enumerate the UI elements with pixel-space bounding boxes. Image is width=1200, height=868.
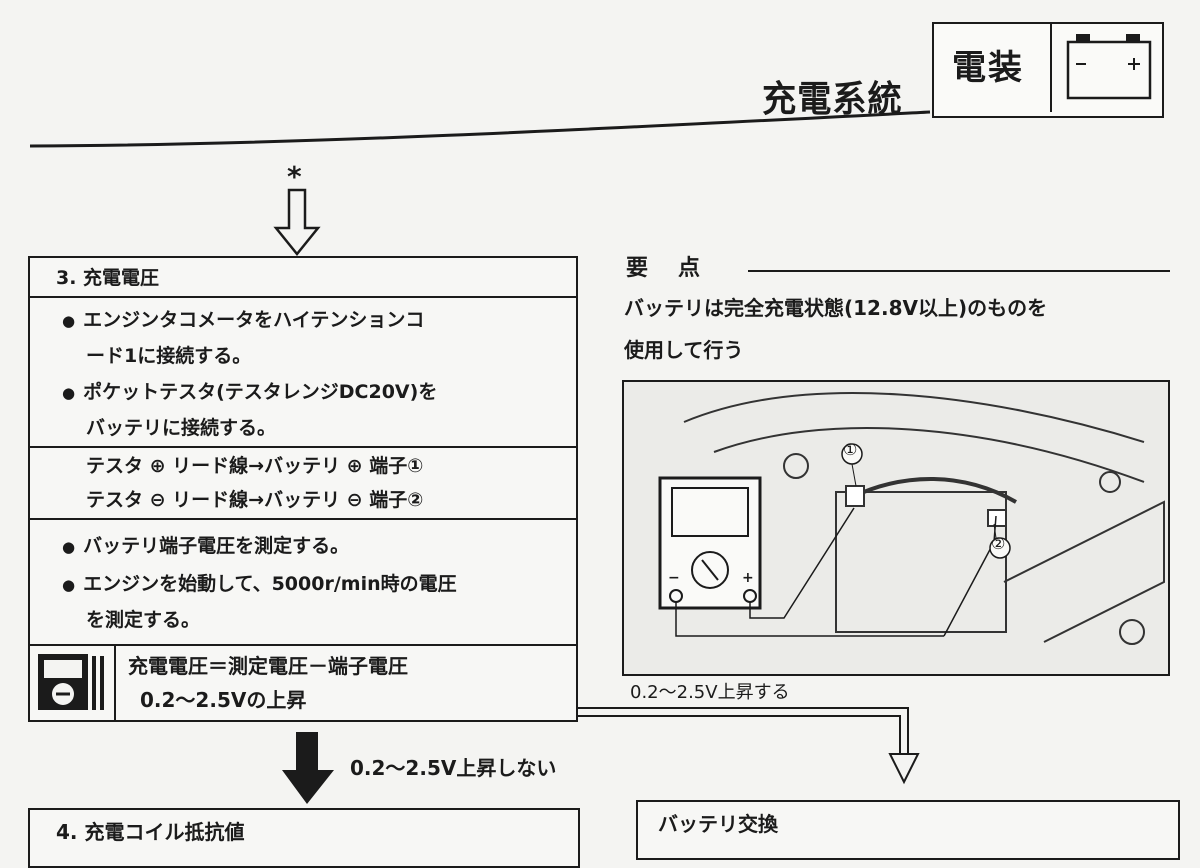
step3-setup-row: エンジンタコメータをハイテンションコ ード1に接続する。 ポケットテスタ(テスタ…	[30, 298, 576, 448]
key-point-line-1: バッテリは完全充電状態(12.8V以上)のものを	[624, 296, 1048, 320]
tester-icon-cell	[30, 646, 116, 720]
measure-bullet-2-cont: を測定する。	[86, 609, 201, 631]
key-points-rule	[748, 270, 1170, 272]
lead-negative: テスタ ⊖ リード線→バッテリ ⊖ 端子②	[86, 489, 424, 511]
formula-text: 充電電圧＝測定電圧－端子電圧	[128, 654, 408, 678]
flow-connector	[578, 707, 920, 785]
battery-replace-box: バッテリ交換	[636, 800, 1180, 860]
step3-header-row: 3. 充電電圧	[30, 258, 576, 298]
step4-heading: 4. 充電コイル抵抗値	[56, 820, 245, 844]
setup-bullet-1: エンジンタコメータをハイテンションコ	[62, 302, 424, 339]
lead-positive: テスタ ⊕ リード線→バッテリ ⊕ 端子①	[86, 455, 424, 477]
setup-bullet-1-cont: ード1に接続する。	[86, 345, 252, 367]
asterisk-mark: *	[287, 160, 302, 193]
header-rule	[29, 110, 931, 148]
label-terminal-2: ②	[991, 534, 1006, 553]
step3-result-row: 充電電圧＝測定電圧－端子電圧 0.2～2.5Vの上昇	[30, 646, 576, 720]
pocket-tester-icon	[38, 654, 104, 710]
down-arrow-hollow-icon	[273, 188, 321, 256]
key-points-heading: 要 点	[626, 256, 705, 281]
down-arrow-solid-icon	[282, 732, 334, 804]
battery-icon	[1066, 34, 1152, 100]
tester-plus-label: +	[742, 570, 754, 586]
step3-leads-row: テスタ ⊕ リード線→バッテリ ⊕ 端子① テスタ ⊖ リード線→バッテリ ⊖ …	[30, 448, 576, 520]
battery-measurement-diagram: ① ② − +	[622, 380, 1170, 676]
battery-replace-heading: バッテリ交換	[658, 812, 778, 836]
range-text: 0.2～2.5Vの上昇	[140, 688, 307, 712]
header-box	[932, 22, 1164, 118]
step3-measure-row: バッテリ端子電圧を測定する。 エンジンを始動して、5000r/min時の電圧 を…	[30, 520, 576, 646]
diagram-caption: 0.2～2.5V上昇する	[630, 682, 790, 703]
key-point-line-2: 使用して行う	[624, 338, 744, 362]
label-terminal-1: ①	[843, 440, 858, 459]
step4-box: 4. 充電コイル抵抗値	[28, 808, 580, 868]
section-label: 電装	[952, 48, 1024, 88]
no-rise-label: 0.2～2.5V上昇しない	[350, 756, 557, 780]
header-label-cell	[934, 24, 1052, 112]
step3-box: 3. 充電電圧 エンジンタコメータをハイテンションコ ード1に接続する。 ポケッ…	[28, 256, 578, 722]
measure-bullet-1: バッテリ端子電圧を測定する。	[62, 528, 349, 565]
step3-heading: 3. 充電電圧	[56, 267, 160, 289]
measure-bullet-2: エンジンを始動して、5000r/min時の電圧	[62, 566, 457, 603]
setup-bullet-2-cont: バッテリに接続する。	[86, 417, 277, 439]
setup-bullet-2: ポケットテスタ(テスタレンジDC20V)を	[62, 374, 437, 411]
diagram-drawing	[658, 392, 1165, 645]
tester-minus-label: −	[668, 570, 680, 586]
